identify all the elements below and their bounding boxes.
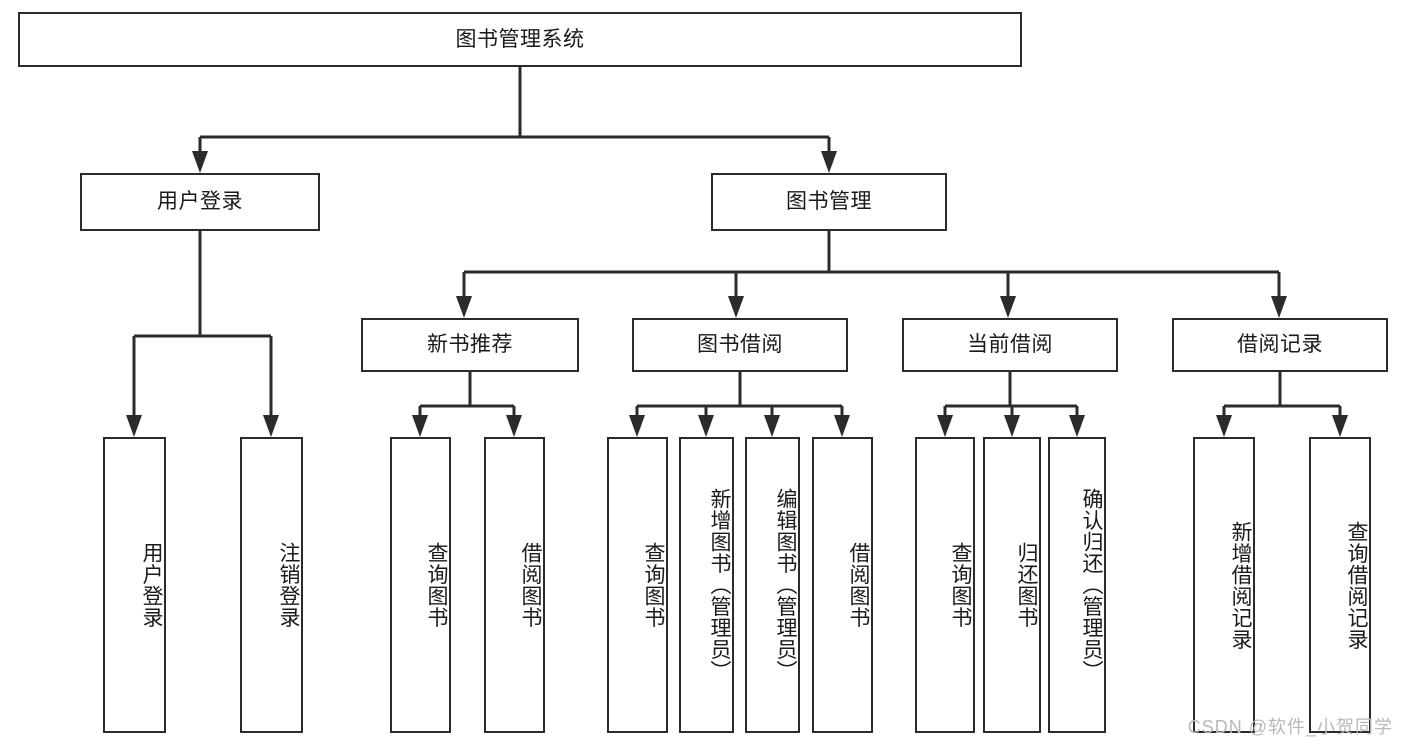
node-label: 用户登录 — [157, 190, 243, 214]
node-leaf-user-login[interactable]: 用户登录 — [103, 437, 166, 733]
arrowhead-icon — [1069, 415, 1085, 437]
node-leaf-borrow-book-1[interactable]: 借阅图书 — [484, 437, 545, 733]
arrowhead-icon — [263, 415, 279, 437]
arrowhead-icon — [1000, 296, 1016, 318]
node-label: 用户登录 — [140, 542, 163, 628]
arrowhead-icon — [1332, 415, 1348, 437]
node-label: 图书借阅 — [697, 333, 783, 357]
node-label: 注销登录 — [277, 542, 300, 628]
node-label: 新增借阅记录 — [1229, 520, 1252, 650]
node-leaf-query-book-1[interactable]: 查询图书 — [390, 437, 451, 733]
arrowhead-icon — [412, 415, 428, 437]
node-borrow-record[interactable]: 借阅记录 — [1172, 318, 1388, 372]
arrowhead-icon — [192, 151, 208, 173]
node-label: 归还图书 — [1015, 542, 1038, 628]
node-label: 借阅图书 — [519, 542, 542, 628]
node-label: 查询借阅记录 — [1345, 520, 1368, 650]
node-book-manage[interactable]: 图书管理 — [711, 173, 947, 231]
node-label: 新增图书（管理员） — [708, 488, 731, 682]
arrowhead-icon — [1271, 296, 1287, 318]
arrowhead-icon — [728, 296, 744, 318]
arrowhead-icon — [1004, 415, 1020, 437]
node-leaf-borrow-book-2[interactable]: 借阅图书 — [812, 437, 873, 733]
node-label: 新书推荐 — [427, 333, 513, 357]
node-leaf-add-book[interactable]: 新增图书（管理员） — [679, 437, 734, 733]
node-leaf-add-record[interactable]: 新增借阅记录 — [1193, 437, 1255, 733]
node-label: 查询图书 — [425, 542, 448, 628]
connector-bookborrow-to-leaves — [629, 372, 850, 437]
node-current-borrow[interactable]: 当前借阅 — [902, 318, 1118, 372]
arrowhead-icon — [1216, 415, 1232, 437]
connector-currentborrow-to-leaves — [937, 372, 1085, 437]
connector-userlogin-to-leaves — [126, 231, 279, 437]
node-label: 编辑图书（管理员） — [774, 488, 797, 682]
node-leaf-confirm-return[interactable]: 确认归还（管理员） — [1048, 437, 1106, 733]
node-book-borrow[interactable]: 图书借阅 — [632, 318, 848, 372]
arrowhead-icon — [834, 415, 850, 437]
node-leaf-query-book-2[interactable]: 查询图书 — [607, 437, 668, 733]
node-label: 借阅记录 — [1237, 333, 1323, 357]
arrowhead-icon — [456, 296, 472, 318]
node-leaf-query-record[interactable]: 查询借阅记录 — [1309, 437, 1371, 733]
node-label: 查询图书 — [642, 542, 665, 628]
node-leaf-edit-book[interactable]: 编辑图书（管理员） — [745, 437, 800, 733]
node-label: 图书管理系统 — [455, 27, 585, 51]
arrowhead-icon — [698, 415, 714, 437]
node-root[interactable]: 图书管理系统 — [18, 12, 1022, 67]
arrowhead-icon — [506, 415, 522, 437]
arrowhead-icon — [629, 415, 645, 437]
connector-newbook-to-leaves — [412, 372, 522, 437]
arrowhead-icon — [821, 151, 837, 173]
connector-bookmanage-to-l2 — [456, 231, 1287, 318]
arrowhead-icon — [126, 415, 142, 437]
node-leaf-logout[interactable]: 注销登录 — [240, 437, 303, 733]
arrowhead-icon — [764, 415, 780, 437]
arrowhead-icon — [937, 415, 953, 437]
node-leaf-query-book-3[interactable]: 查询图书 — [915, 437, 975, 733]
node-label: 图书管理 — [786, 190, 872, 214]
connector-borrowrecord-to-leaves — [1216, 372, 1348, 437]
node-new-book-rec[interactable]: 新书推荐 — [361, 318, 579, 372]
connector-root-to-l1 — [192, 67, 837, 173]
node-leaf-return-book[interactable]: 归还图书 — [983, 437, 1041, 733]
node-label: 查询图书 — [949, 542, 972, 628]
node-label: 确认归还（管理员） — [1080, 488, 1103, 682]
node-label: 当前借阅 — [967, 333, 1053, 357]
node-user-login[interactable]: 用户登录 — [80, 173, 320, 231]
node-label: 借阅图书 — [847, 542, 870, 628]
